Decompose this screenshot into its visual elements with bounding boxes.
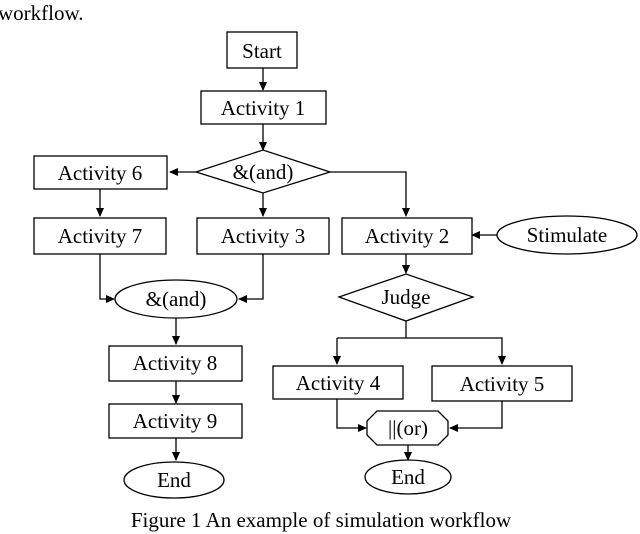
node-activity7-label: Activity 7 — [58, 224, 143, 248]
node-and-join-label: &(and) — [146, 287, 207, 311]
node-activity6: Activity 6 — [33, 155, 168, 190]
node-end-left-label: End — [157, 468, 191, 492]
edge-activity4-or-join — [336, 399, 367, 432]
node-activity7: Activity 7 — [33, 217, 167, 255]
node-start: Start — [226, 31, 298, 69]
node-activity5-label: Activity 5 — [460, 372, 545, 396]
node-end-right-label: End — [391, 465, 425, 489]
node-or-join: ||(or) — [366, 410, 449, 446]
node-and-split-label: &(and) — [233, 160, 294, 184]
node-activity3-label: Activity 3 — [221, 224, 306, 248]
node-end-right: End — [364, 459, 452, 495]
node-activity4: Activity 4 — [272, 365, 404, 400]
node-activity2: Activity 2 — [341, 217, 473, 255]
edge-activity5-or-join — [449, 401, 503, 432]
node-activity8: Activity 8 — [108, 345, 243, 382]
node-judge-label: Judge — [382, 285, 431, 309]
header-text: workflow. — [0, 1, 84, 25]
node-activity1: Activity 1 — [200, 90, 327, 125]
node-end-left: End — [123, 461, 225, 499]
node-activity2-label: Activity 2 — [365, 224, 450, 248]
edge-activity3-and-join — [238, 254, 264, 303]
node-and-split: &(and) — [193, 149, 333, 194]
node-activity6-label: Activity 6 — [58, 161, 143, 185]
node-activity1-label: Activity 1 — [221, 96, 306, 120]
edge-and-split-activity2 — [330, 171, 410, 217]
node-stimulate-label: Stimulate — [527, 223, 608, 247]
node-activity8-label: Activity 8 — [133, 351, 218, 375]
node-stimulate: Stimulate — [496, 215, 638, 255]
edges — [96, 68, 506, 461]
node-activity9-label: Activity 9 — [133, 409, 218, 433]
node-or-join-label: ||(or) — [388, 416, 428, 440]
node-activity5: Activity 5 — [431, 365, 573, 402]
edge-judge-activity5 — [337, 337, 506, 365]
node-activity3: Activity 3 — [196, 217, 330, 255]
node-and-join: &(and) — [114, 279, 238, 319]
node-activity4-label: Activity 4 — [296, 371, 381, 395]
node-start-label: Start — [242, 39, 282, 63]
node-activity9: Activity 9 — [108, 403, 243, 439]
figure-caption: Figure 1 An example of simulation workfl… — [131, 508, 512, 532]
edge-activity7-and-join — [99, 254, 115, 303]
node-judge: Judge — [337, 273, 475, 322]
